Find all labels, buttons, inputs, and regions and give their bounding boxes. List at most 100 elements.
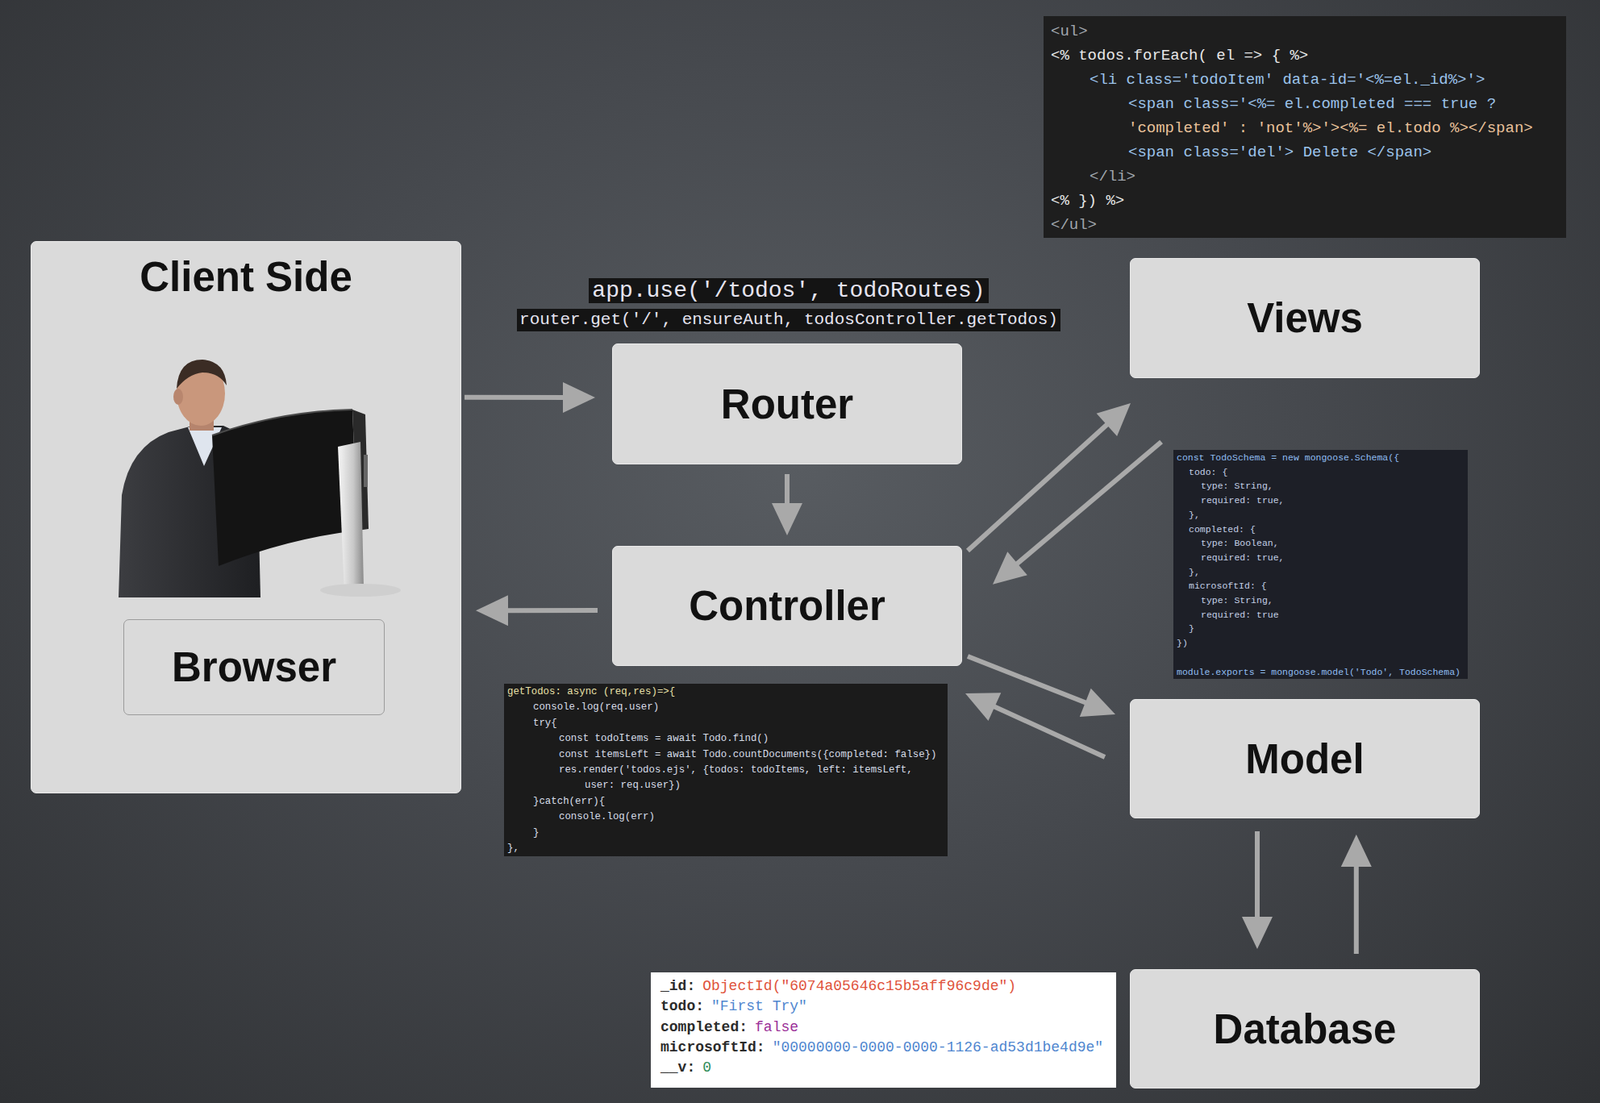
client-side-panel: Client SideBrowser [30,241,462,794]
code-line: res.render('todos.ejs', {todos: todoItem… [507,762,945,779]
code-line: type: String, [1176,593,1465,609]
record-row: __v: 0 [660,1058,1110,1079]
arrow-head [992,551,1028,584]
code-line: }, [1176,565,1465,580]
record-value: "00000000-0000-0000-1126-ad53d1be4d9e" [772,1039,1104,1056]
flow-arrow [1241,831,1273,950]
code-line: <% todos.forEach( el => { %> [1050,43,1560,68]
arrow-head [965,692,1001,721]
model-box: Model [1129,699,1480,819]
record-key: __v: [660,1059,696,1076]
record-key: completed: [660,1019,748,1036]
flow-arrow [965,692,1105,758]
flow-arrow [1341,834,1372,955]
box-label: Controller [688,582,886,630]
todo-schema-code: const TodoSchema = new mongoose.Schema({… [1173,450,1468,680]
illustration-part [363,454,368,488]
code-line: }catch(err){ [507,794,945,810]
illustration-part [337,441,364,592]
arrow-head [1079,688,1116,717]
record-value: false [754,1019,799,1036]
router-get-code: router.get('/', ensureAuth, todosControl… [516,308,1061,332]
code-line: type: String, [1176,479,1465,494]
app-use-code: app.use('/todos', todoRoutes) [588,278,988,304]
code-line: module.exports = mongoose.model('Todo', … [1176,665,1465,680]
code-line: getTodos: async (req,res)=>{ [507,684,945,700]
code-line: try{ [507,716,945,732]
controller-box: Controller [612,545,963,667]
code-line: required: true [1176,608,1465,623]
code-line: console.log(err) [507,809,945,825]
flow-arrow [771,474,803,536]
get-todos-code: getTodos: async (req,res)=>{console.log(… [504,683,948,857]
code-line: console.log(req.user) [507,700,945,716]
box-label: Views [1246,294,1363,342]
code-line: const todoItems = await Todo.find() [507,731,945,747]
record-row: _id: ObjectId("6074a05646c15b5aff96c9de") [660,976,1110,997]
code-line: 'completed' : 'not'%>'><%= el.todo %></s… [1050,116,1560,141]
code-line: completed: { [1176,522,1465,538]
illustration-part [320,583,401,597]
flow-arrow [967,403,1131,551]
panel-heading: Client Side [139,253,353,301]
box-label: Browser [171,643,337,692]
arrow-line [1254,831,1260,924]
record-key: todo: [660,998,705,1015]
code-line: }, [507,841,945,857]
arrow-head [1341,834,1372,867]
record-row: completed: false [660,1017,1110,1038]
code-line: const itemsLeft = await Todo.countDocume… [507,747,945,763]
box-label: Model [1245,735,1364,784]
ejs-template-code: <ul><% todos.forEach( el => { %><li clas… [1043,16,1567,238]
record-key: microsoftId: [660,1039,766,1056]
record-value: "First Try" [711,998,808,1015]
code-line: required: true, [1176,550,1465,566]
arrow-head [771,503,803,536]
arrow-line [1354,860,1359,955]
code-line: } [507,825,945,842]
code-line: todo: { [1176,465,1465,480]
database-box: Database [1129,969,1480,1089]
code-line: <li class='todoItem' data-id='<%=el._id%… [1050,67,1560,92]
code-line: const TodoSchema = new mongoose.Schema({ [1176,450,1465,466]
code-line: <ul> [1050,19,1560,44]
arrow-line [988,704,1105,758]
code-line: <% }) %> [1050,188,1560,213]
code-line: } [1176,621,1465,637]
arrow-head [1096,403,1131,437]
code-line: <span class='del'> Delete </span> [1050,140,1560,165]
record-value: ObjectId("6074a05646c15b5aff96c9de") [702,978,1017,995]
router-box: Router [612,343,963,465]
code-line: }) [1176,636,1465,651]
arrow-line [1012,441,1162,568]
code-line: </li> [1050,164,1560,189]
database-record: _id: ObjectId("6074a05646c15b5aff96c9de")… [650,972,1117,1088]
box-label: Router [720,380,854,429]
record-key: _id: [660,978,696,995]
box-label: Database [1213,1005,1397,1054]
illustration-part [212,409,353,436]
flow-arrow [464,382,596,413]
views-box: Views [1129,258,1480,379]
record-value: 0 [702,1059,712,1076]
arrow-head [1241,916,1273,950]
arrow-line [464,395,570,400]
arrow-head [475,595,509,626]
code-line: required: true, [1176,493,1465,509]
arrow-head [562,382,596,413]
illustration-part [212,409,358,567]
record-row: todo: "First Try" [660,996,1110,1017]
illustration-part [176,359,227,389]
flow-arrow [475,595,598,626]
code-line: type: Boolean, [1176,536,1465,551]
code-line: router.get('/', ensureAuth, todosControl… [519,308,1059,332]
code-line: user: req.user}) [507,778,945,794]
arrow-line [967,420,1112,551]
code-line: app.use('/todos', todoRoutes) [591,278,985,304]
code-line: microsoftId: { [1176,579,1465,594]
code-line: <span class='<%= el.completed === true ? [1050,91,1560,117]
record-row: microsoftId: "00000000-0000-0000-1126-ad5… [660,1037,1110,1059]
person-with-monitor [118,358,409,598]
browser-box: Browser [123,619,385,716]
illustration-part [173,388,184,405]
